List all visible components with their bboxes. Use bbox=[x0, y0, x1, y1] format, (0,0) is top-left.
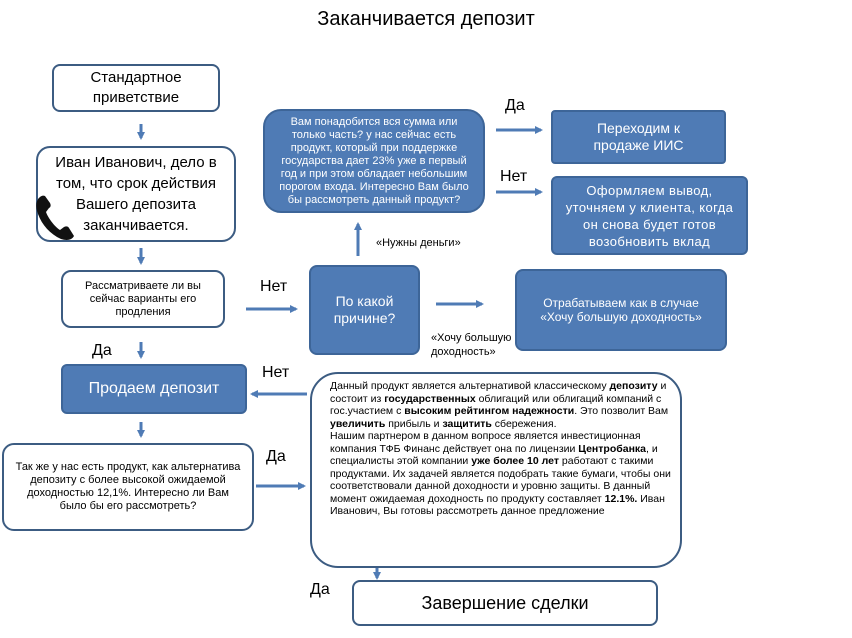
desc-part: прибыль и bbox=[385, 417, 443, 430]
node-need-money-question-text: Вам понадобится вся сумма или только час… bbox=[279, 115, 469, 206]
desc-part: Нашим партнером в данном вопросе являетс… bbox=[330, 430, 641, 455]
node-close-deal: Завершение сделки bbox=[352, 580, 658, 626]
desc-bold: Центробанка bbox=[578, 442, 647, 455]
node-withdraw-text: Оформляем вывод, уточняем у клиента, ког… bbox=[565, 182, 734, 249]
label-no-withdraw: Нет bbox=[500, 168, 528, 185]
node-consider-text: Рассматриваете ли вы сейчас варианты его… bbox=[85, 279, 201, 318]
desc-part: работают с такими продуктами. Их задачей… bbox=[330, 455, 671, 505]
desc-part: , и специалисты этой компании bbox=[330, 442, 658, 468]
node-reason-text: По какой причине? bbox=[333, 293, 396, 326]
node-iis: Переходим к продаже ИИС bbox=[551, 110, 726, 164]
node-higher-yield: Отрабатываем как в случае «Хочу большую … bbox=[515, 269, 727, 351]
desc-part: облигаций или облигаций компаний с гос.у… bbox=[330, 392, 662, 418]
node-intro-text: Иван Иванович, дело в том, что срок дейс… bbox=[55, 154, 217, 234]
label-no-product: Нет bbox=[262, 364, 290, 381]
node-iis-text: Переходим к продаже ИИС bbox=[593, 120, 684, 153]
label-want-yield: «Хочу большую доходность» bbox=[431, 332, 512, 358]
desc-part: Иван Иванович, Вы готовы рассмотреть дан… bbox=[330, 492, 665, 518]
node-intro: Иван Иванович, дело в том, что срок дейс… bbox=[36, 146, 236, 242]
label-yes-consider: Да bbox=[92, 342, 112, 359]
label-yes-iis: Да bbox=[505, 97, 525, 114]
label-yes-alternative: Да bbox=[266, 448, 286, 465]
node-greeting-text: Стандартное приветствие bbox=[90, 69, 182, 106]
desc-part: и состоит из bbox=[330, 380, 667, 405]
desc-bold: уже более 10 лет bbox=[471, 455, 559, 467]
label-need-money: «Нужны деньги» bbox=[376, 237, 461, 249]
node-consider: Рассматриваете ли вы сейчас варианты его… bbox=[61, 270, 225, 328]
node-close-deal-text: Завершение сделки bbox=[421, 592, 589, 613]
node-need-money-question: Вам понадобится вся сумма или только час… bbox=[263, 109, 485, 213]
node-greeting: Стандартное приветствие bbox=[52, 64, 220, 112]
desc-bold: государственных bbox=[384, 392, 476, 405]
desc-bold: защитить bbox=[442, 417, 492, 430]
desc-bold: депозиту bbox=[609, 380, 658, 392]
node-product-description: Данный продукт является альтернативой кл… bbox=[310, 372, 682, 568]
phone-icon bbox=[36, 195, 74, 240]
desc-part: . Это позволит Вам bbox=[574, 405, 669, 417]
desc-part: сбережения. bbox=[491, 417, 557, 430]
node-alternative: Так же у нас есть продукт, как альтернат… bbox=[2, 443, 254, 531]
node-reason: По какой причине? bbox=[309, 265, 420, 355]
node-higher-yield-text: Отрабатываем как в случае «Хочу большую … bbox=[540, 296, 702, 324]
label-no-consider: Нет bbox=[260, 278, 288, 295]
node-withdraw: Оформляем вывод, уточняем у клиента, ког… bbox=[551, 176, 748, 255]
label-yes-close: Да bbox=[310, 581, 330, 598]
node-sell-deposit: Продаем депозит bbox=[61, 364, 247, 414]
product-description-text: Данный продукт является альтернативой кл… bbox=[330, 380, 672, 518]
node-sell-deposit-text: Продаем депозит bbox=[88, 380, 220, 397]
desc-bold: высоким рейтингом надежности bbox=[404, 405, 575, 417]
diagram-title: Заканчивается депозит bbox=[317, 8, 535, 30]
desc-part: Данный продукт является альтернативой кл… bbox=[330, 380, 610, 392]
desc-bold: 12.1%. bbox=[604, 492, 638, 505]
node-alternative-text: Так же у нас есть продукт, как альтернат… bbox=[15, 461, 241, 512]
desc-bold: увеличить bbox=[330, 417, 386, 430]
